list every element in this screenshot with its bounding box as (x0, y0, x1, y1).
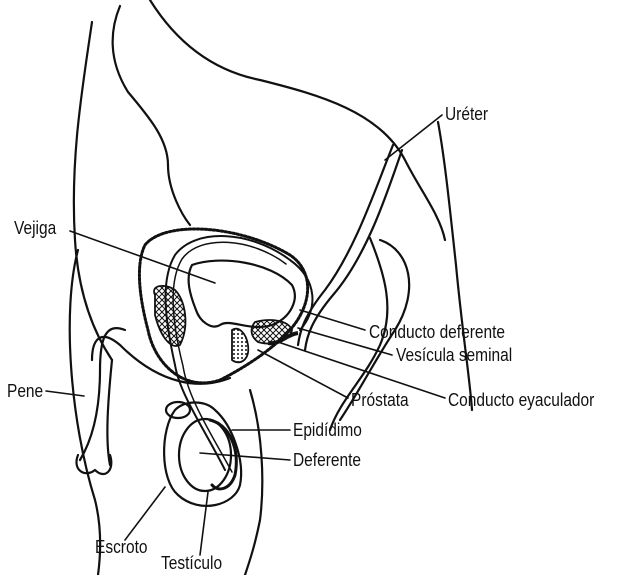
label-deferente: Deferente (293, 450, 361, 470)
leader-deferente (200, 453, 290, 460)
back-contour (113, 6, 190, 225)
seminal-vesicle-region (252, 320, 292, 343)
leader-testiculo (200, 492, 208, 555)
bladder-inner (189, 261, 295, 327)
leader-conducto-deferente (300, 310, 365, 330)
penis-lower (107, 360, 112, 465)
label-prostata: Próstata (351, 390, 409, 410)
label-conducto-eyaculador: Conducto eyaculador (448, 390, 594, 410)
leg-inner-contour (245, 390, 262, 575)
label-vesicula-seminal: Vesícula seminal (396, 345, 512, 365)
label-testiculo: Testículo (161, 553, 222, 573)
label-epididimo: Epidídimo (293, 420, 362, 440)
leader-pene (46, 391, 84, 396)
leader-escroto (125, 487, 165, 540)
leader-vejiga (70, 231, 215, 283)
leader-prostata (258, 350, 348, 398)
ureter-tube (298, 145, 393, 345)
belly-contour (74, 22, 112, 360)
label-pene: Pene (7, 381, 43, 401)
label-ureter: Uréter (445, 104, 488, 124)
prostate-region (232, 329, 248, 363)
label-escroto: Escroto (95, 537, 147, 557)
label-conducto-deferente: Conducto deferente (369, 322, 505, 342)
penis-upper (80, 328, 125, 460)
vejiga-hatched-region (154, 286, 185, 346)
upper-back-contour (150, 0, 445, 240)
scrotum-top-bulb (166, 402, 190, 418)
leader-ureter (385, 115, 442, 160)
sacrum-contour (438, 122, 472, 410)
label-vejiga: Vejiga (14, 218, 56, 238)
